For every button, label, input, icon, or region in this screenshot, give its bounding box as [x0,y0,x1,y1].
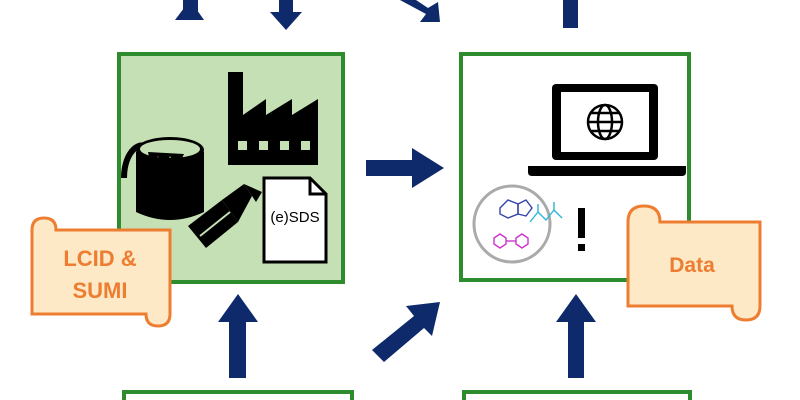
factory-icon [228,72,318,165]
arrow-bottom-diagonal [372,302,440,362]
right-banner-label: Data [669,254,715,277]
arrow-middle-right [366,148,444,188]
exclamation-icon [578,208,585,251]
molecule-circle-icon [472,184,563,264]
arrow-top-center-down [270,0,302,30]
bottom-right-box [462,390,692,400]
left-banner: LCID & SUMI [30,216,172,328]
arrow-bottom-right-up [556,294,596,378]
left-banner-line2: SUMI [73,278,128,303]
arrow-top-left-up [175,0,204,20]
bottom-left-box [122,390,354,400]
document-icon: (e)SDS [262,176,328,264]
arrows [175,0,596,378]
left-banner-line1: LCID & [63,246,136,271]
right-banner: Data [626,204,762,322]
left-box: (e)SDS [117,52,345,284]
arrow-bottom-left-up [218,294,258,378]
globe-icon [586,103,624,141]
laptop-globe-icon [528,84,686,176]
document-label: (e)SDS [270,209,319,226]
paintbrush-icon [188,184,262,248]
arrow-top-right-up [563,0,578,28]
paint-bucket-icon [121,137,204,220]
arrow-top-diagonal [400,0,440,22]
